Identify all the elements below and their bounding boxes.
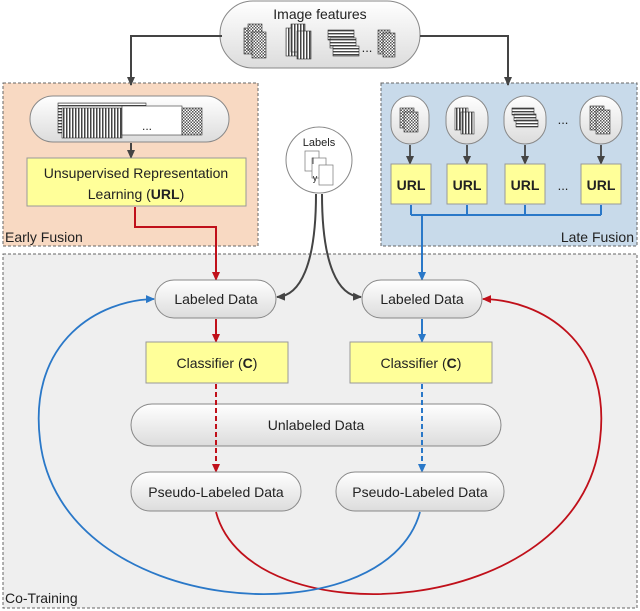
early-url-suffix: ) — [180, 186, 185, 202]
arrow-left-pseudo-to-right-labeled — [215, 295, 603, 595]
classifier-left-prefix: Classifier ( — [177, 355, 243, 371]
early-url-prefix: Learning ( — [88, 186, 151, 202]
pseudo-labeled-right: Pseudo-Labeled Data — [335, 471, 505, 512]
late-url-label-1: URL — [397, 177, 426, 193]
labels-glyph-y: y — [313, 173, 318, 183]
late-url-box-1: URL — [390, 163, 432, 205]
arrow-early-to-labeled — [134, 207, 220, 281]
arrow-labels-to-right — [321, 193, 362, 301]
classifier-right: Classifier (C) — [349, 341, 493, 384]
labels-title: Labels — [303, 137, 336, 149]
classifier-right-prefix: Classifier ( — [381, 355, 447, 371]
arrow-labels-to-left — [276, 193, 317, 301]
early-fusion-title: Early Fusion — [5, 229, 83, 245]
labeled-data-left-label: Labeled Data — [174, 291, 258, 307]
late-url-label-2: URL — [453, 177, 482, 193]
arrow-right-pseudo-to-left-labeled — [37, 295, 421, 595]
classifier-right-bold: C — [447, 355, 457, 371]
classifier-right-suffix: ) — [457, 355, 462, 371]
early-concat-ellipsis: ... — [142, 119, 152, 133]
early-url-box: Unsupervised Representation Learning (UR… — [26, 157, 247, 207]
late-url-ellipsis: ... — [558, 178, 569, 193]
classifier-left-label: Classifier (C) — [177, 355, 258, 371]
late-fusion-merge — [410, 205, 602, 216]
labels-glyph-l: l — [312, 156, 314, 166]
co-training-title: Co-Training — [5, 590, 78, 606]
pseudo-labeled-right-label: Pseudo-Labeled Data — [352, 484, 488, 500]
labeled-data-right: Labeled Data — [361, 279, 483, 319]
arrow-to-late-fusion — [420, 35, 512, 86]
late-url-label-4: URL — [587, 177, 616, 193]
early-url-line1: Unsupervised Representation — [44, 165, 228, 181]
late-feature-pill-3 — [503, 95, 547, 145]
late-feature-pill-4 — [579, 95, 623, 145]
image-features-ellipsis: ... — [362, 40, 373, 55]
early-url-line2: Learning (URL) — [88, 186, 185, 202]
labels-node: Labels l y — [285, 126, 353, 194]
image-features-label: Image features — [273, 6, 366, 22]
pseudo-labeled-left: Pseudo-Labeled Data — [130, 471, 302, 512]
late-url-box-4: URL — [580, 163, 622, 205]
image-features-node: Image features ... — [219, 0, 421, 69]
feature-stack-icons — [243, 23, 396, 60]
pseudo-labeled-left-label: Pseudo-Labeled Data — [148, 484, 284, 500]
classifier-left-suffix: ) — [253, 355, 258, 371]
arrow-to-early-fusion — [127, 35, 222, 86]
late-feature-pill-1 — [390, 95, 430, 145]
late-url-box-3: URL — [504, 163, 546, 205]
unlabeled-data-label: Unlabeled Data — [268, 417, 365, 433]
labeled-data-right-label: Labeled Data — [380, 291, 464, 307]
classifier-left: Classifier (C) — [145, 341, 289, 384]
late-feature-pill-2 — [445, 95, 489, 145]
classifier-left-bold: C — [243, 355, 253, 371]
classifier-right-label: Classifier (C) — [381, 355, 462, 371]
early-concat-features-node: ... — [29, 95, 230, 143]
unlabeled-data: Unlabeled Data — [130, 403, 502, 447]
early-url-bold: URL — [151, 186, 180, 202]
late-fusion-title: Late Fusion — [561, 229, 634, 245]
late-url-label-3: URL — [511, 177, 540, 193]
late-url-box-2: URL — [446, 163, 488, 205]
late-feature-ellipsis: ... — [558, 112, 569, 127]
labeled-data-left: Labeled Data — [154, 279, 277, 319]
